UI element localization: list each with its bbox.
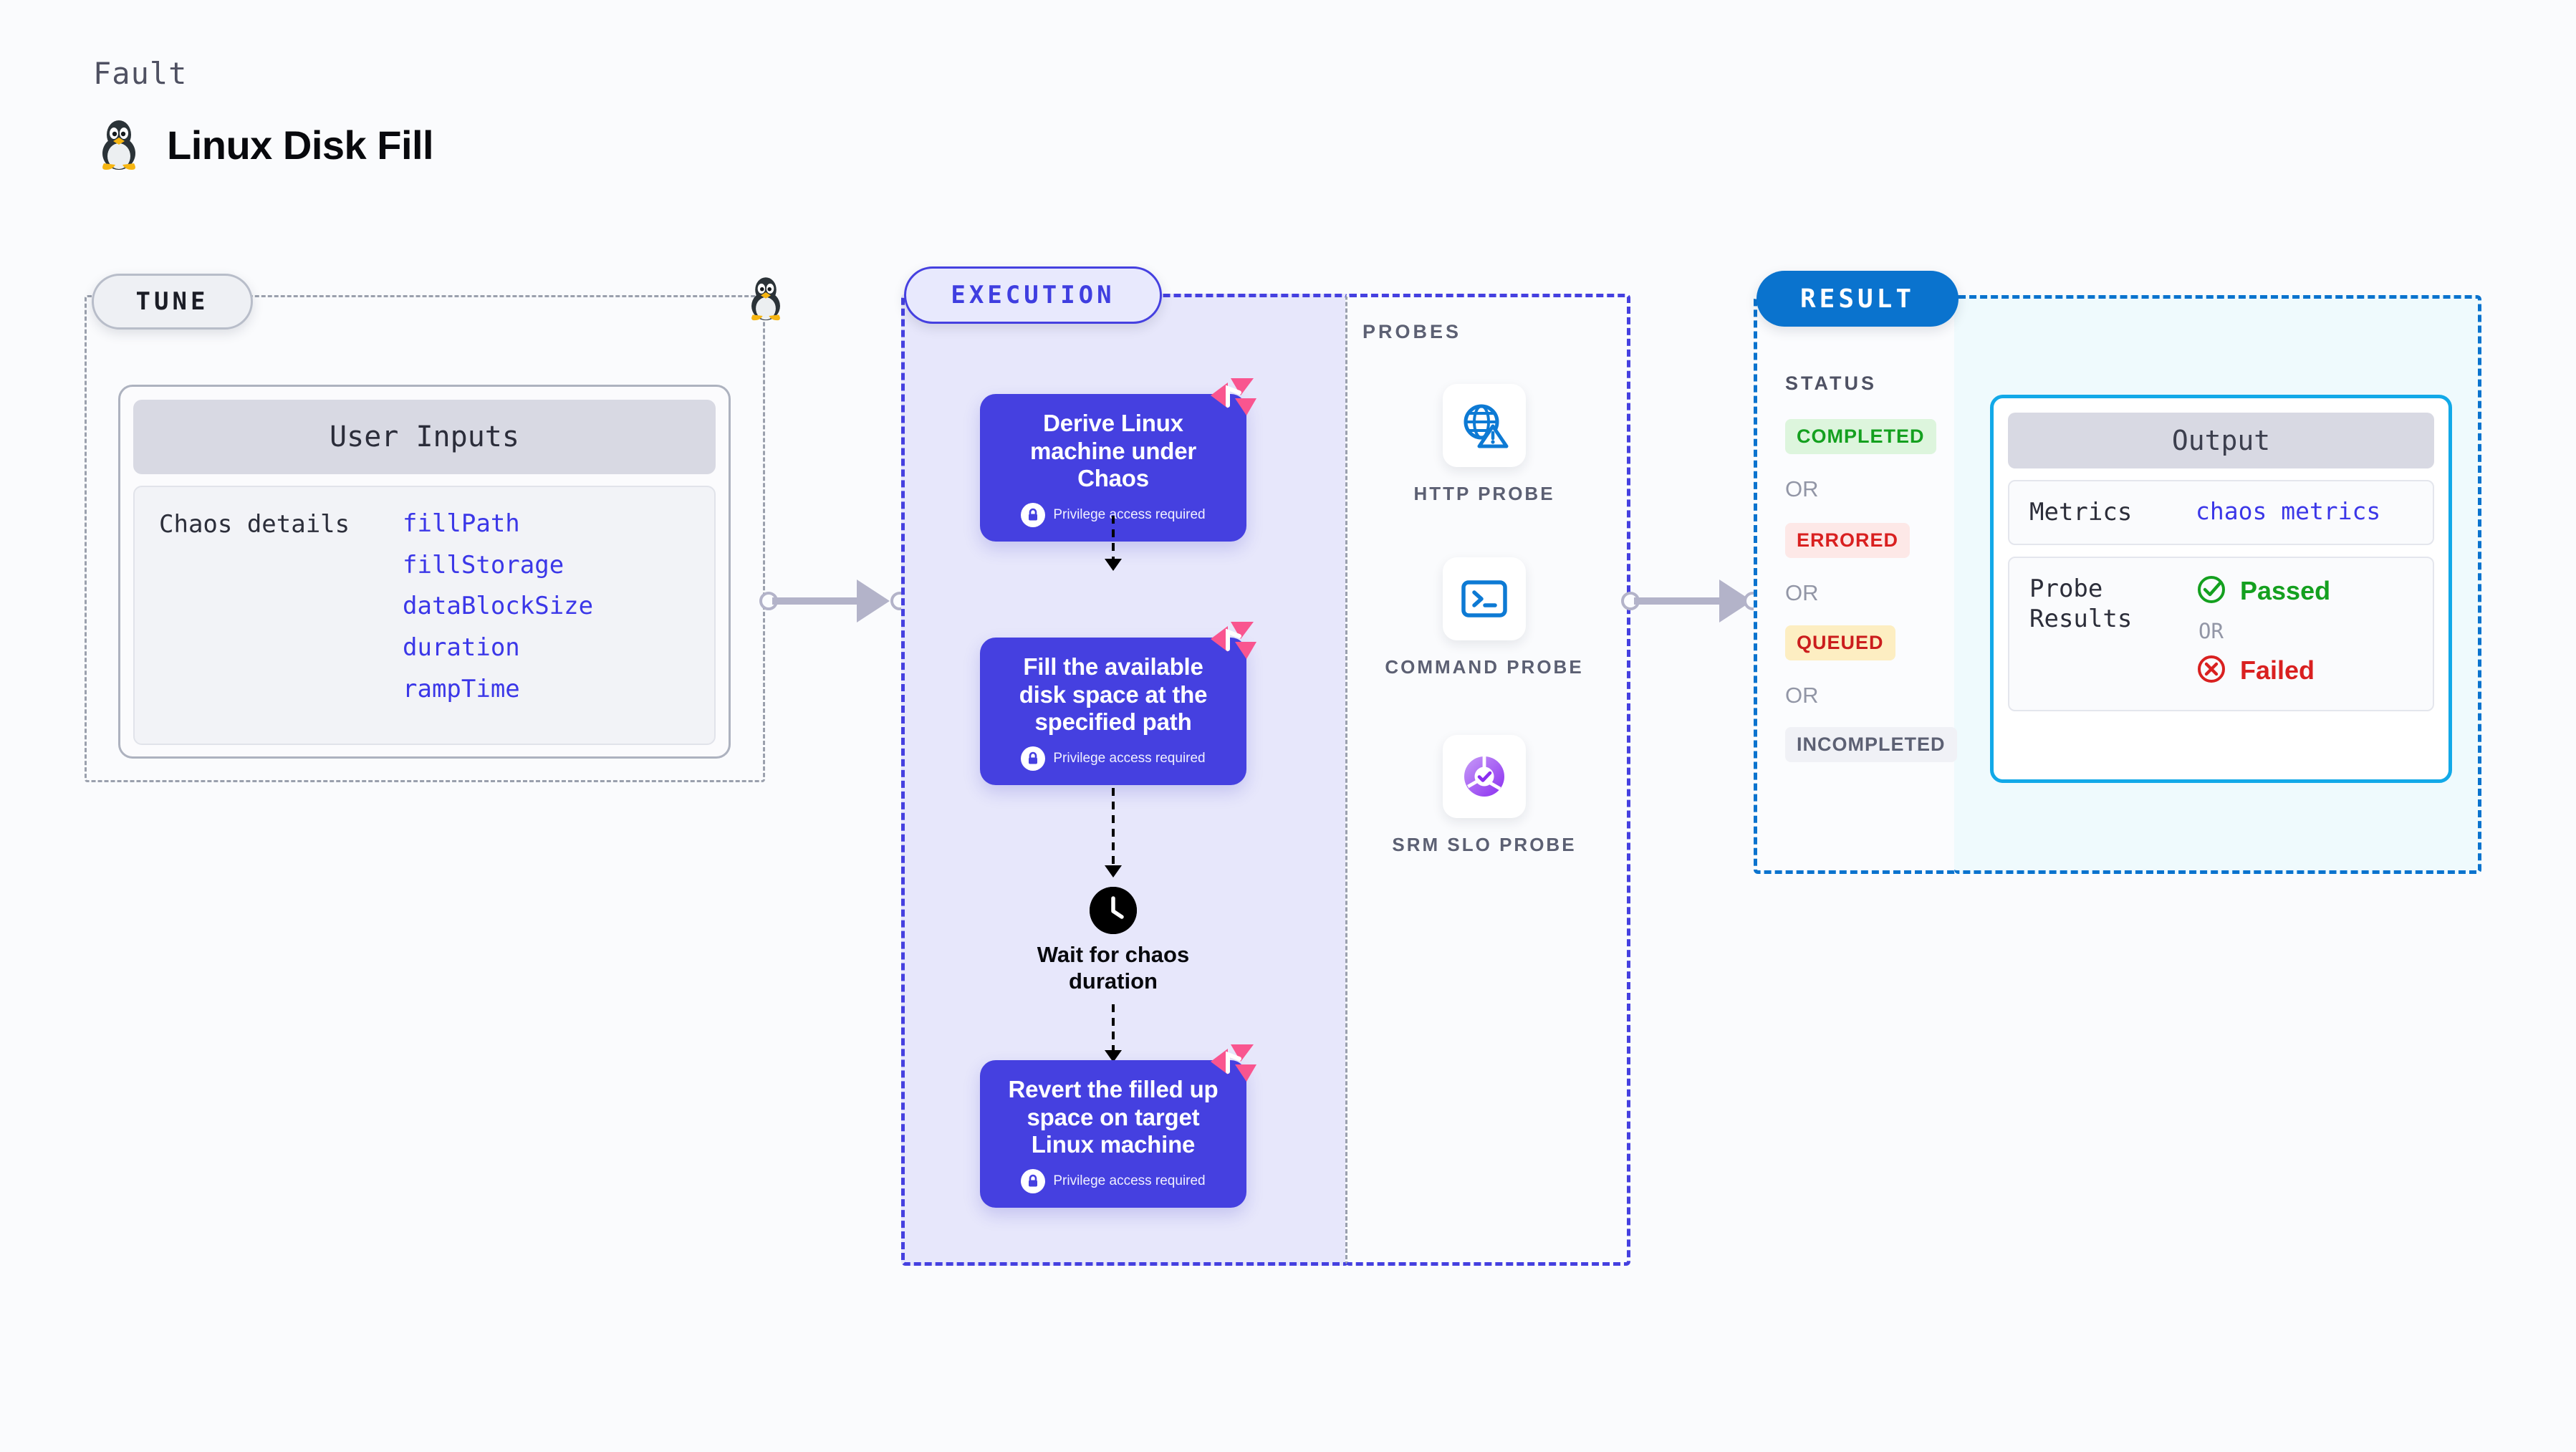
tune-linux-penguin-icon — [746, 274, 785, 324]
lock-icon — [1021, 1168, 1046, 1193]
chaos-details-values: fillPath fillStorage dataBlockSize durat… — [403, 511, 593, 744]
output-header: Output — [2008, 413, 2434, 468]
privilege-row: Privilege access required — [999, 502, 1228, 527]
execution-step-title: Revert the filled up space on target Lin… — [1008, 1076, 1219, 1158]
chaos-fault-icon — [1206, 377, 1259, 418]
execution-pill[interactable]: EXECUTION — [904, 266, 1162, 324]
check-circle-icon — [2196, 574, 2227, 609]
tune-pill[interactable]: TUNE — [92, 274, 253, 330]
result-status-region — [1754, 295, 1958, 874]
status-or-label: OR — [1785, 476, 1819, 501]
probe-label: COMMAND PROBE — [1385, 656, 1584, 678]
execution-step-title: Derive Linux machine under Chaos — [1029, 410, 1197, 492]
metrics-key: Metrics — [2029, 498, 2133, 527]
status-badge: QUEUED — [1785, 625, 1895, 660]
user-inputs-card: User Inputs Chaos details fillPath fillS… — [118, 385, 731, 759]
output-card: Output Metrics chaos metrics Probe Resul… — [1990, 395, 2452, 783]
wait-node-label: Wait for chaos duration — [1037, 942, 1190, 994]
input-fillpath[interactable]: fillPath — [403, 509, 520, 538]
probe-results-key: Probe Results — [2029, 574, 2133, 634]
status-badge: INCOMPLETED — [1785, 727, 1957, 762]
output-probe-results-row: Probe Results Passed OR — [2008, 556, 2434, 711]
globe-warning-icon — [1443, 384, 1526, 467]
passed-label: Passed — [2240, 576, 2331, 605]
metrics-value-link[interactable]: chaos metrics — [2196, 497, 2381, 525]
flow-arrow-line — [1112, 1004, 1115, 1053]
user-inputs-header: User Inputs — [133, 400, 716, 474]
probe-item-srm-slo[interactable]: SRM SLO PROBE — [1377, 735, 1592, 857]
flow-arrow-head — [1105, 1050, 1122, 1062]
input-datablocksize[interactable]: dataBlockSize — [403, 592, 594, 621]
chaos-fault-icon — [1206, 620, 1259, 662]
privilege-label: Privilege access required — [1053, 750, 1206, 766]
chaos-fault-icon — [1206, 1043, 1259, 1085]
chaos-details-key: Chaos details — [159, 510, 350, 539]
execution-step-card[interactable]: Fill the available disk space at the spe… — [980, 622, 1256, 785]
execution-step-title: Fill the available disk space at the spe… — [1019, 653, 1208, 736]
flow-arrow-line — [1112, 788, 1115, 868]
status-or-label: OR — [1785, 580, 1819, 605]
status-or-label: OR — [1785, 683, 1819, 708]
lock-icon — [1021, 746, 1046, 771]
probe-result-or-label: OR — [2198, 618, 2224, 643]
probe-result-failed: Failed — [2196, 653, 2330, 688]
flow-arrow-head — [1105, 865, 1122, 878]
probes-title: PROBES — [1363, 321, 1462, 342]
result-pill[interactable]: RESULT — [1756, 271, 1959, 327]
connector-line-tune-execution — [772, 597, 865, 605]
probe-item-http[interactable]: HTTP PROBE — [1377, 384, 1592, 506]
input-duration[interactable]: duration — [403, 633, 520, 663]
terminal-icon — [1443, 557, 1526, 640]
tune-region — [85, 295, 765, 782]
page-title-row: Linux Disk Fill — [97, 116, 434, 174]
probe-label: HTTP PROBE — [1413, 483, 1555, 504]
privilege-row: Privilege access required — [999, 746, 1228, 771]
execution-step-card[interactable]: Revert the filled up space on target Lin… — [980, 1044, 1256, 1208]
privilege-label: Privilege access required — [1053, 1173, 1206, 1188]
clock-icon — [1090, 887, 1137, 934]
lock-icon — [1021, 502, 1046, 527]
input-ramptime[interactable]: rampTime — [403, 674, 520, 703]
user-inputs-body: Chaos details fillPath fillStorage dataB… — [133, 486, 716, 745]
slo-check-icon — [1443, 735, 1526, 818]
failed-label: Failed — [2240, 655, 2315, 685]
page-title: Linux Disk Fill — [167, 122, 434, 168]
status-title: STATUS — [1785, 372, 1877, 394]
flow-arrow-head — [1105, 559, 1122, 571]
probe-label: SRM SLO PROBE — [1392, 834, 1577, 855]
connector-line-execution-result — [1634, 597, 1727, 605]
probe-results-values: Passed OR Failed — [2196, 574, 2330, 688]
output-metrics-row: Metrics chaos metrics — [2008, 480, 2434, 545]
privilege-label: Privilege access required — [1053, 506, 1206, 522]
input-fillstorage[interactable]: fillStorage — [403, 550, 564, 580]
linux-penguin-icon — [97, 116, 141, 174]
probe-result-passed: Passed — [2196, 574, 2330, 609]
x-circle-icon — [2196, 653, 2227, 688]
fault-eyebrow-label: Fault — [93, 56, 188, 91]
flow-arrow-line — [1112, 516, 1115, 562]
status-badge: COMPLETED — [1785, 419, 1936, 454]
connector-arrow-tune-execution — [857, 580, 890, 622]
probe-item-command[interactable]: COMMAND PROBE — [1377, 557, 1592, 680]
status-badge: ERRORED — [1785, 523, 1911, 558]
privilege-row: Privilege access required — [999, 1168, 1228, 1193]
